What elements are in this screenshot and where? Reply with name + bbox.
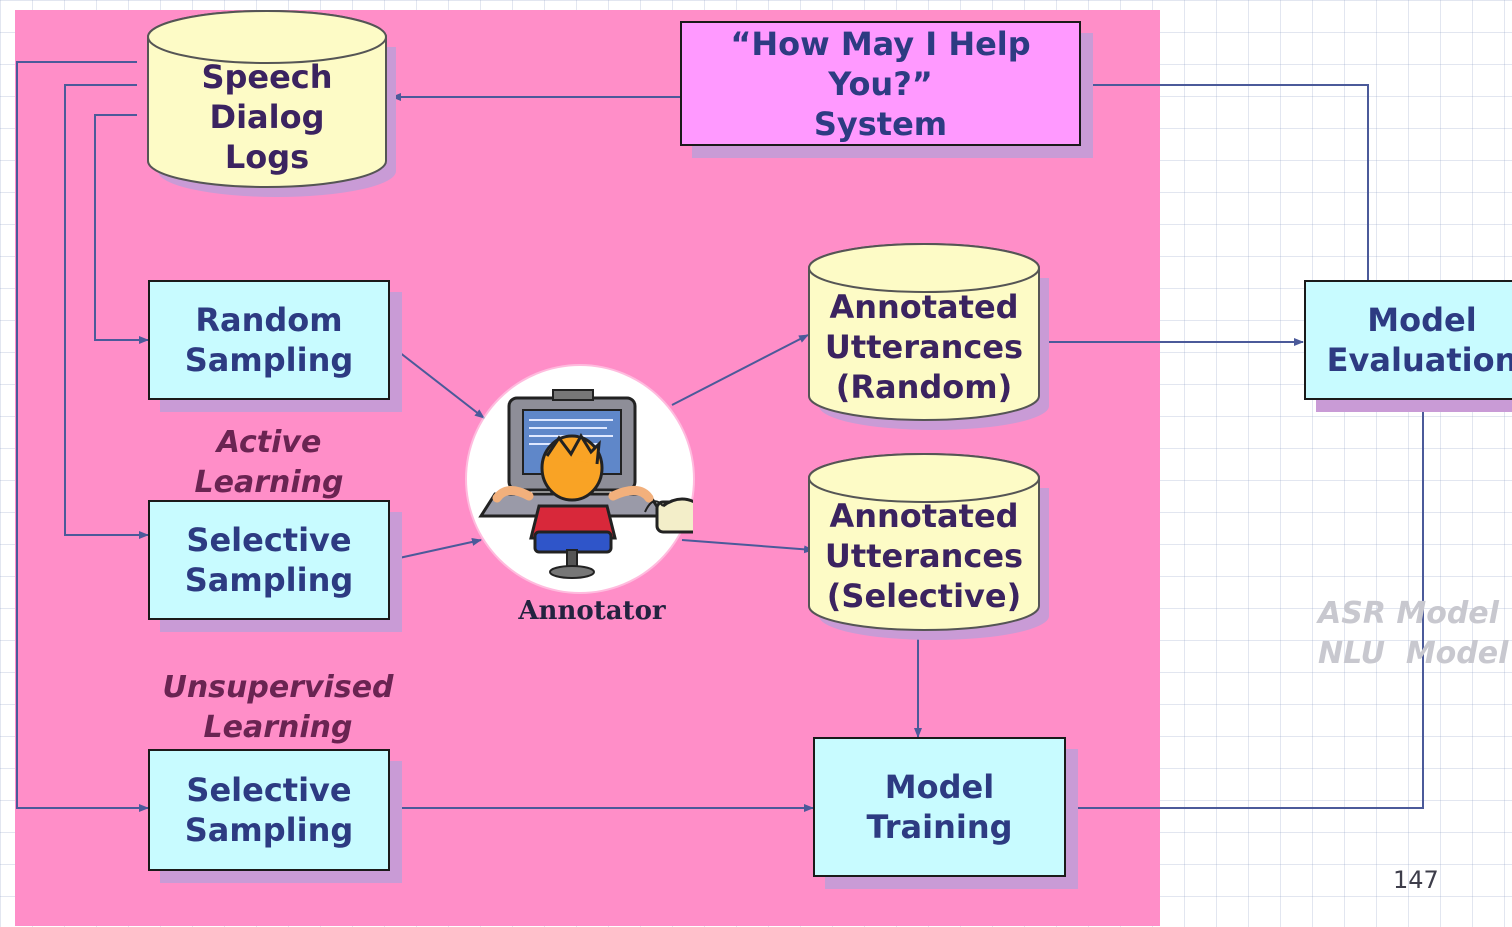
connector-annotator-to-annotated-random <box>671 334 809 406</box>
person-at-computer-icon <box>478 389 709 579</box>
connector-selective-to-annotator <box>389 538 482 561</box>
how-may-i-help-you-system-box: “How May I Help You?” System <box>680 21 1081 146</box>
text-line: (Selective) <box>826 577 1022 615</box>
text-line: Selective <box>186 521 352 559</box>
connector-random-to-annotator <box>389 344 485 419</box>
text-line: Selective <box>186 771 352 809</box>
text-line: Speech <box>201 58 333 96</box>
text-line: Sampling <box>184 341 354 379</box>
speech-dialog-logs-label: Speech Dialog Logs <box>148 57 386 177</box>
text-line: Annotated <box>829 288 1019 326</box>
selective-sampling-active-box: Selective Sampling <box>148 500 390 620</box>
text-line: Learning <box>203 710 353 745</box>
text-line: ASR Model <box>1318 596 1499 631</box>
connector-training-to-evaluation <box>1066 392 1427 809</box>
text-line: “How May I Help You?” <box>730 24 1031 103</box>
text-line: Active <box>216 425 322 460</box>
annotated-utterances-random-label: Annotated Utterances (Random) <box>809 287 1039 407</box>
annotated-utterances-selective-cylinder: Annotated Utterances (Selective) <box>808 453 1049 640</box>
text-line: Model <box>884 768 995 806</box>
connector-logs-to-unsupervised-sampling <box>16 61 149 812</box>
cylinder-shape <box>808 243 1049 430</box>
text-line: Learning <box>194 465 344 500</box>
text-line: Annotated <box>829 497 1019 535</box>
annotated-utterances-random-cylinder: Annotated Utterances (Random) <box>808 243 1049 430</box>
text-line: Model <box>1367 301 1477 339</box>
text-line: NLU Model <box>1318 636 1509 671</box>
text-line: Utterances <box>824 537 1024 575</box>
text-line: (Random) <box>835 368 1013 406</box>
annotator-circle <box>467 366 709 592</box>
text-line: Unsupervised <box>162 670 394 705</box>
connector-annotator-to-annotated-selective <box>681 539 814 554</box>
connector-logs-to-selective-sampling <box>64 84 149 539</box>
annotated-utterances-selective-label: Annotated Utterances (Selective) <box>809 496 1039 616</box>
text-line: System <box>813 104 948 143</box>
active-learning-label: Active Learning <box>148 423 390 503</box>
connector-evaluation-to-system <box>1082 81 1369 282</box>
unsupervised-learning-label: Unsupervised Learning <box>148 668 408 748</box>
text-line: Training <box>866 808 1013 846</box>
random-sampling-box: Random Sampling <box>148 280 390 400</box>
text-line: Logs <box>224 138 310 176</box>
selective-sampling-unsupervised-box: Selective Sampling <box>148 749 390 871</box>
text-line: Evaluation <box>1326 341 1512 379</box>
text-line: Sampling <box>184 811 354 849</box>
connector-logs-to-random-sampling <box>94 114 149 344</box>
annotator-label: Annotator <box>518 596 666 626</box>
text-line: Random <box>195 301 343 339</box>
asr-nlu-models-label: ASR Model NLU Model <box>1318 594 1508 674</box>
text-line: Dialog <box>209 98 325 136</box>
model-training-box: Model Training <box>813 737 1066 877</box>
cylinder-shape <box>147 10 396 197</box>
text-line: Sampling <box>184 561 354 599</box>
page-number: 147 <box>1393 866 1439 894</box>
text-line: Utterances <box>824 328 1024 366</box>
cylinder-shape <box>808 453 1049 640</box>
model-evaluation-box: Model Evaluation <box>1304 280 1512 400</box>
speech-dialog-logs-cylinder: Speech Dialog Logs <box>147 10 396 197</box>
